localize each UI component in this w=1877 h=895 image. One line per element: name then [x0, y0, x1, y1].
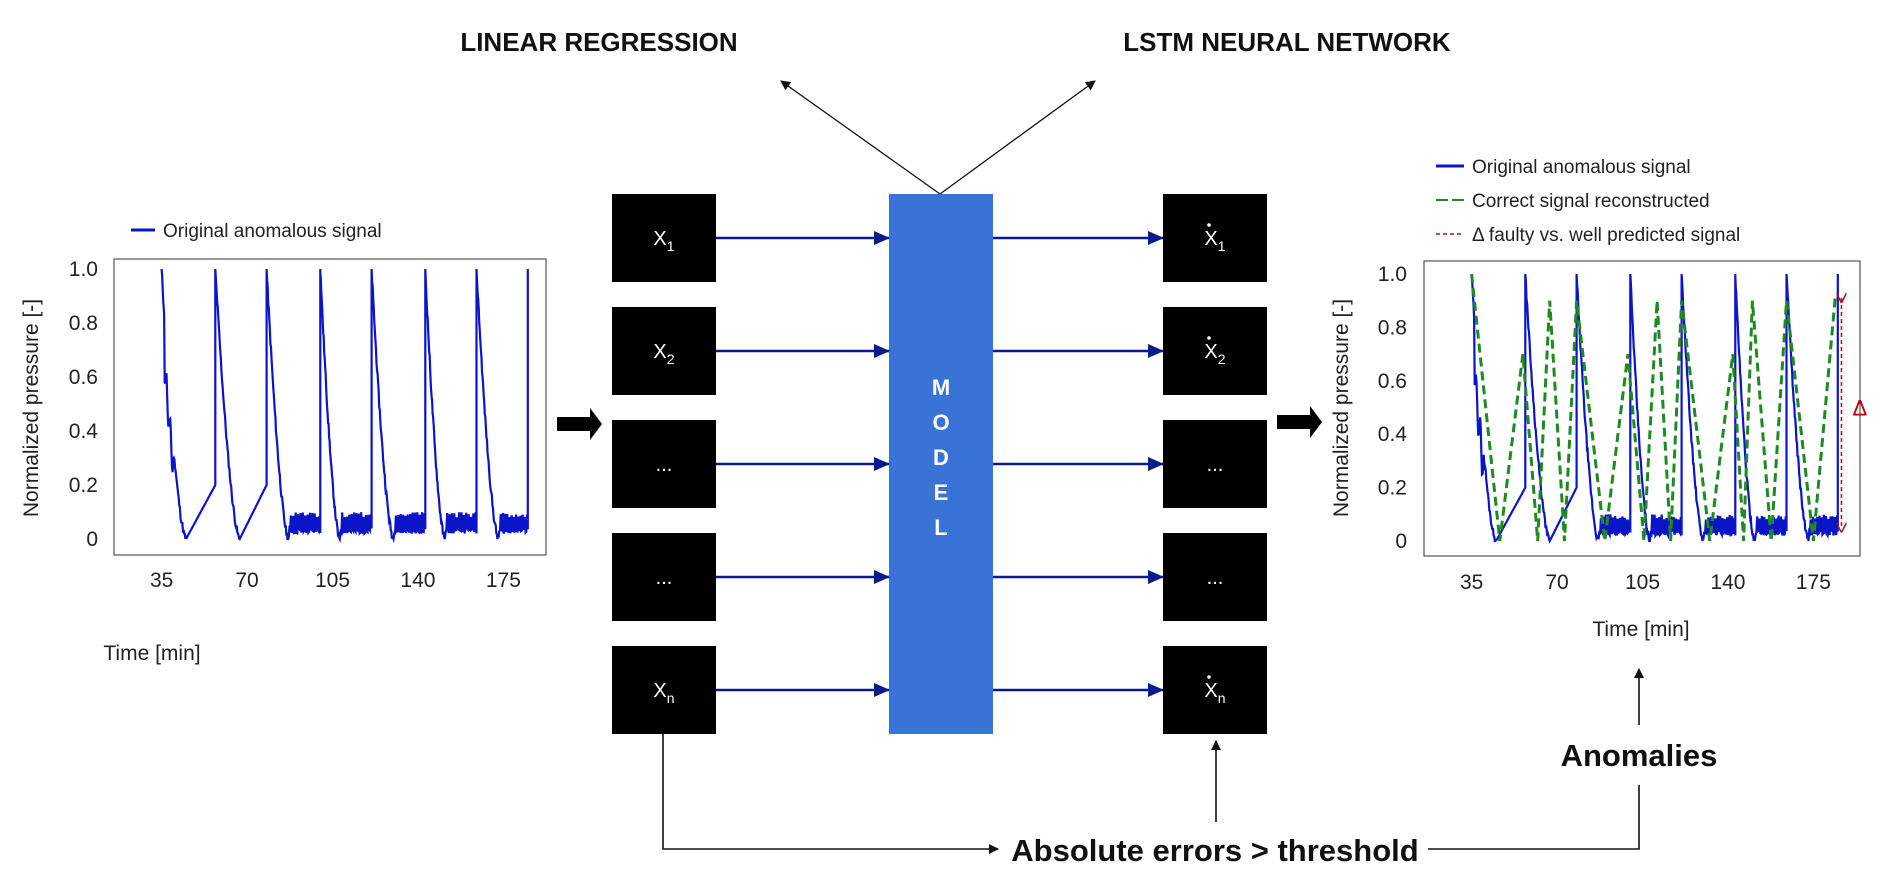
model-block [889, 194, 993, 734]
output-label: ... [1207, 454, 1224, 476]
input-flow-arrow [557, 408, 602, 440]
output-node: X1 [1163, 194, 1267, 282]
right-y-tick-label: 0.4 [1378, 423, 1408, 446]
right-original-signal-line [1470, 273, 1839, 544]
xn-to-threshold-arrow [662, 734, 999, 854]
model-letter: L [934, 515, 947, 540]
input-node: X2 [612, 307, 716, 395]
right-x-axis-label: Time [min] [1592, 618, 1689, 641]
output-label: ... [1207, 567, 1224, 589]
lstm-title: LSTM NEURAL NETWORK [1123, 27, 1451, 57]
left-y-tick-label: 0.2 [69, 474, 98, 497]
output-box [1163, 533, 1267, 621]
input-box [612, 194, 716, 282]
output-box [1163, 420, 1267, 508]
arrow-to-lstm [939, 80, 1096, 195]
right-x-tick-label: 35 [1460, 571, 1483, 594]
right-chart-frame [1423, 260, 1861, 557]
right-reconstructed-signal-line [1470, 273, 1837, 542]
output-box [1163, 194, 1267, 282]
right-y-tick-label: 1.0 [1378, 263, 1407, 286]
output-box [1163, 307, 1267, 395]
right-legend-reconstructed: Correct signal reconstructed [1472, 191, 1710, 212]
left-x-axis-label: Time [min] [103, 642, 200, 665]
right-x-tick-label: 105 [1625, 571, 1660, 594]
input-node: X1 [612, 194, 716, 282]
linear-regression-title: LINEAR REGRESSION [460, 27, 737, 57]
input-label: ... [656, 567, 673, 589]
output-node: ... [1163, 420, 1267, 508]
left-original-signal-line [160, 268, 529, 544]
right-y-axis-label: Normalized pressure [-] [1330, 299, 1353, 517]
right-y-tick-label: 0.2 [1378, 477, 1407, 500]
input-box [612, 533, 716, 621]
right-legend-delta: Δ faulty vs. well predicted signal [1472, 225, 1740, 246]
input-label: ... [656, 454, 673, 476]
left-y-tick-label: 0.8 [69, 312, 98, 335]
right-y-tick-label: 0.6 [1378, 370, 1407, 393]
input-label: Xn [653, 680, 674, 706]
left-y-tick-label: 0.6 [69, 366, 98, 389]
model-letter: D [933, 445, 949, 470]
output-flow-arrow [1277, 406, 1322, 438]
output-box [1163, 646, 1267, 734]
left-chart-frame [113, 258, 547, 556]
output-label: Xn [1204, 680, 1225, 706]
output-label: X2 [1204, 341, 1225, 367]
arrow-to-linear-regression [780, 80, 941, 195]
prediction-dot [1207, 223, 1211, 227]
left-y-axis-label: Normalized pressure [-] [20, 299, 43, 517]
left-x-tick-label: 175 [486, 569, 521, 592]
right-legend-original: Original anomalous signal [1472, 157, 1691, 178]
left-legend-original: Original anomalous signal [163, 221, 382, 242]
input-label: X2 [653, 341, 674, 367]
left-chart: Original anomalous signal Time [min] Nor… [20, 221, 547, 665]
threshold-to-anomalies-line [1428, 785, 1640, 850]
left-y-tick-label: 1.0 [69, 258, 98, 281]
prediction-dot [1207, 336, 1211, 340]
output-node: Xn [1163, 646, 1267, 734]
threshold-label: Absolute errors > threshold [1011, 833, 1418, 868]
input-box [612, 420, 716, 508]
input-node: ... [612, 420, 716, 508]
right-x-tick-label: 140 [1710, 571, 1745, 594]
model-letter: O [932, 410, 949, 435]
anomalies-label: Anomalies [1561, 738, 1718, 773]
left-x-tick-label: 35 [150, 569, 173, 592]
prediction-dot [1207, 675, 1211, 679]
output-node: ... [1163, 533, 1267, 621]
right-x-tick-label: 70 [1545, 571, 1568, 594]
left-x-tick-label: 70 [235, 569, 258, 592]
output-node: X2 [1163, 307, 1267, 395]
input-node: ... [612, 533, 716, 621]
left-x-tick-label: 140 [400, 569, 435, 592]
model-letter: E [934, 480, 949, 505]
right-y-tick-label: 0 [1395, 530, 1407, 553]
right-y-tick-label: 0.8 [1378, 316, 1407, 339]
delta-label: Δ [1852, 396, 1867, 421]
left-x-tick-label: 105 [315, 569, 350, 592]
right-x-tick-label: 175 [1796, 571, 1831, 594]
left-y-tick-label: 0.4 [69, 420, 99, 443]
model-letter: M [932, 375, 950, 400]
input-node: Xn [612, 646, 716, 734]
input-box [612, 307, 716, 395]
output-label: X1 [1204, 228, 1225, 254]
left-y-tick-label: 0 [86, 528, 98, 551]
input-box [612, 646, 716, 734]
input-label: X1 [653, 228, 674, 254]
right-chart: Original anomalous signal Correct signal… [1330, 157, 1867, 641]
